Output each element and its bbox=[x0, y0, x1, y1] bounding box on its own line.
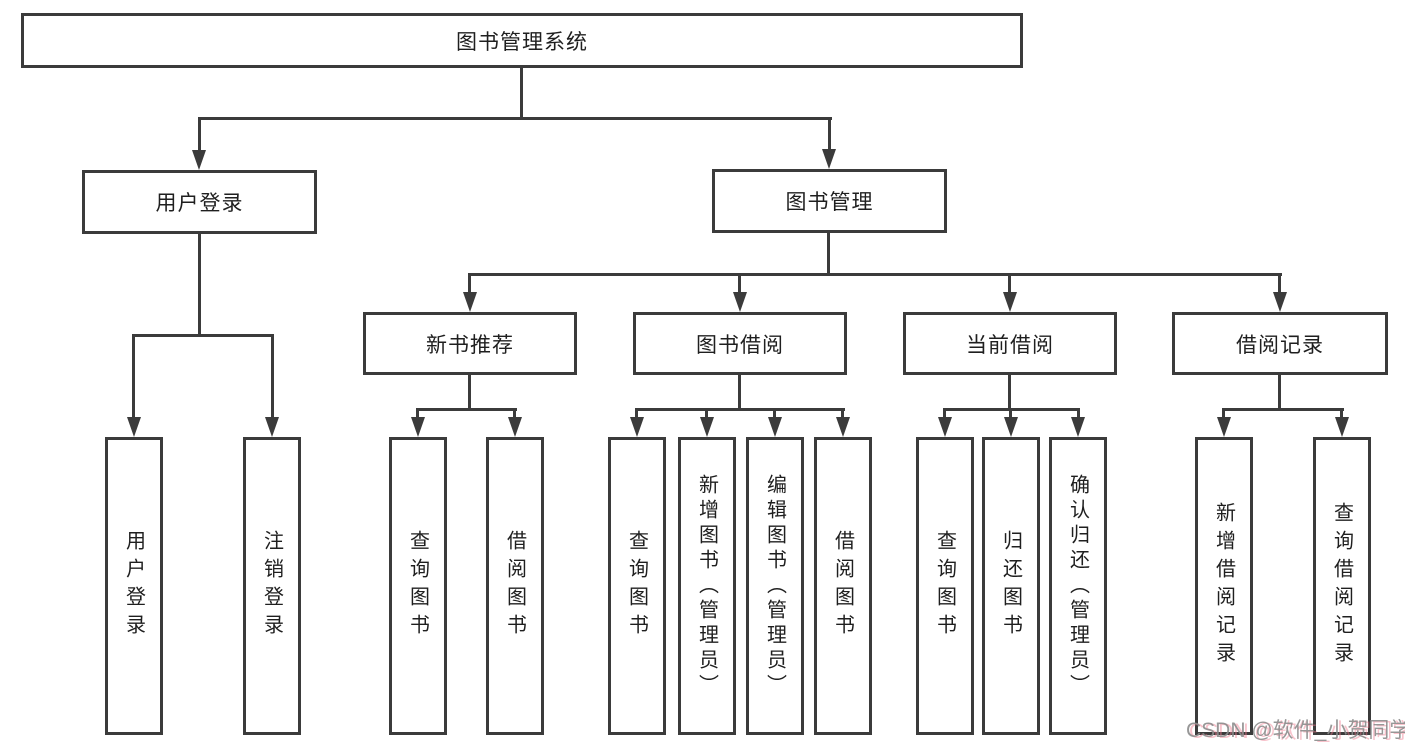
leaf-add-borrow-record-label: 新增借阅记录 bbox=[1212, 502, 1235, 670]
connector-stem-borrowing-records bbox=[1278, 273, 1281, 295]
leaf-borrow-books-recommend: 借阅图书 bbox=[486, 437, 544, 735]
connector-stem-bb-add bbox=[705, 408, 708, 420]
leaf-return-books-label: 归还图书 bbox=[999, 530, 1022, 642]
connector-stem-user-login bbox=[198, 117, 201, 152]
node-borrowing-records-label: 借阅记录 bbox=[1236, 333, 1324, 357]
connector-stem-leaf-user-login bbox=[132, 334, 135, 419]
leaf-user-login: 用户登录 bbox=[105, 437, 163, 735]
connector-stem-nbr-query bbox=[416, 408, 419, 420]
leaf-edit-books-admin: 编辑图书（管理员） bbox=[746, 437, 804, 735]
node-new-book-recommendation-label: 新书推荐 bbox=[426, 333, 514, 357]
connector-stem-cb-return bbox=[1009, 408, 1012, 420]
arrow-into-book-management bbox=[822, 149, 836, 169]
leaf-query-books-borrowing: 查询图书 bbox=[608, 437, 666, 735]
node-current-borrowing-label: 当前借阅 bbox=[966, 333, 1054, 357]
connector-book-management-vline bbox=[827, 233, 830, 276]
leaf-borrow-books-borrowing: 借阅图书 bbox=[814, 437, 872, 735]
csdn-watermark: CSDN @软件_小贺同学 bbox=[1186, 719, 1405, 742]
connector-new-book-vline bbox=[468, 375, 471, 411]
leaf-add-books-admin: 新增图书（管理员） bbox=[678, 437, 736, 735]
connector-new-book-hline bbox=[416, 408, 517, 411]
connector-stem-br-query bbox=[1340, 408, 1343, 420]
connector-root-hline bbox=[198, 117, 832, 120]
connector-stem-cb-query bbox=[943, 408, 946, 420]
leaf-query-books-current-label: 查询图书 bbox=[933, 530, 956, 642]
connector-user-login-hline bbox=[132, 334, 274, 337]
connector-user-login-vline bbox=[198, 234, 201, 337]
connector-stem-new-book bbox=[468, 273, 471, 295]
arrow-into-current-borrowing bbox=[1003, 292, 1017, 312]
connector-stem-book-borrowing bbox=[738, 273, 741, 295]
node-library-system-label: 图书管理系统 bbox=[456, 30, 588, 54]
node-user-login-label: 用户登录 bbox=[155, 192, 244, 215]
arrow-into-leaf-user-login bbox=[127, 417, 141, 437]
leaf-logout-login-label: 注销登录 bbox=[260, 530, 283, 642]
leaf-query-books-borrowing-label: 查询图书 bbox=[625, 530, 648, 642]
node-book-borrowing-label: 图书借阅 bbox=[696, 333, 784, 357]
arrow-into-nbr-query bbox=[411, 417, 425, 437]
arrow-into-bb-query bbox=[630, 417, 644, 437]
leaf-borrow-books-borrowing-label: 借阅图书 bbox=[831, 530, 854, 642]
arrow-into-bb-borrow bbox=[836, 417, 850, 437]
node-new-book-recommendation: 新书推荐 bbox=[363, 312, 577, 375]
node-current-borrowing: 当前借阅 bbox=[903, 312, 1117, 375]
connector-current-borrowing-vline bbox=[1008, 375, 1011, 411]
connector-stem-bb-query bbox=[635, 408, 638, 420]
arrow-into-user-login bbox=[192, 150, 206, 170]
arrow-into-cb-confirm bbox=[1071, 417, 1085, 437]
connector-stem-br-add bbox=[1222, 408, 1225, 420]
leaf-confirm-return-admin: 确认归还（管理员） bbox=[1049, 437, 1107, 735]
connector-root-vline bbox=[520, 68, 523, 120]
leaf-edit-books-admin-label: 编辑图书（管理员） bbox=[763, 473, 786, 699]
connector-stem-leaf-logout bbox=[271, 334, 274, 419]
leaf-query-borrow-record: 查询借阅记录 bbox=[1313, 437, 1371, 735]
connector-book-borrowing-hline bbox=[635, 408, 845, 411]
arrow-into-cb-query bbox=[938, 417, 952, 437]
connector-stem-current-borrowing bbox=[1008, 273, 1011, 295]
arrow-into-br-query bbox=[1335, 417, 1349, 437]
leaf-query-books-current: 查询图书 bbox=[916, 437, 974, 735]
arrow-into-new-book bbox=[463, 292, 477, 312]
connector-borrowing-records-vline bbox=[1278, 375, 1281, 411]
leaf-add-books-admin-label: 新增图书（管理员） bbox=[695, 473, 718, 699]
node-book-borrowing: 图书借阅 bbox=[633, 312, 847, 375]
connector-book-management-hline bbox=[468, 273, 1282, 276]
arrow-into-cb-return bbox=[1004, 417, 1018, 437]
leaf-logout-login: 注销登录 bbox=[243, 437, 301, 735]
leaf-query-books-recommend: 查询图书 bbox=[389, 437, 447, 735]
connector-stem-bb-edit bbox=[773, 408, 776, 420]
connector-stem-bb-borrow bbox=[841, 408, 844, 420]
leaf-return-books: 归还图书 bbox=[982, 437, 1040, 735]
node-library-system: 图书管理系统 bbox=[21, 13, 1023, 68]
leaf-user-login-label: 用户登录 bbox=[122, 530, 145, 642]
node-book-management-label: 图书管理 bbox=[785, 191, 874, 214]
arrow-into-leaf-logout bbox=[265, 417, 279, 437]
connector-stem-book-management bbox=[828, 117, 831, 151]
connector-stem-cb-confirm bbox=[1077, 408, 1080, 420]
arrow-into-bb-add bbox=[700, 417, 714, 437]
node-user-login: 用户登录 bbox=[82, 170, 317, 234]
leaf-query-borrow-record-label: 查询借阅记录 bbox=[1330, 502, 1353, 670]
connector-book-borrowing-vline bbox=[738, 375, 741, 411]
arrow-into-nbr-borrow bbox=[508, 417, 522, 437]
arrow-into-borrowing-records bbox=[1273, 292, 1287, 312]
arrow-into-book-borrowing bbox=[733, 292, 747, 312]
arrow-into-br-add bbox=[1217, 417, 1231, 437]
arrow-into-bb-edit bbox=[768, 417, 782, 437]
connector-borrowing-records-hline bbox=[1222, 408, 1344, 411]
connector-stem-nbr-borrow bbox=[513, 408, 516, 420]
leaf-query-books-recommend-label: 查询图书 bbox=[406, 530, 429, 642]
node-borrowing-records: 借阅记录 bbox=[1172, 312, 1388, 375]
leaf-add-borrow-record: 新增借阅记录 bbox=[1195, 437, 1253, 735]
leaf-confirm-return-admin-label: 确认归还（管理员） bbox=[1066, 473, 1089, 699]
node-book-management: 图书管理 bbox=[712, 169, 947, 233]
leaf-borrow-books-recommend-label: 借阅图书 bbox=[503, 530, 526, 642]
